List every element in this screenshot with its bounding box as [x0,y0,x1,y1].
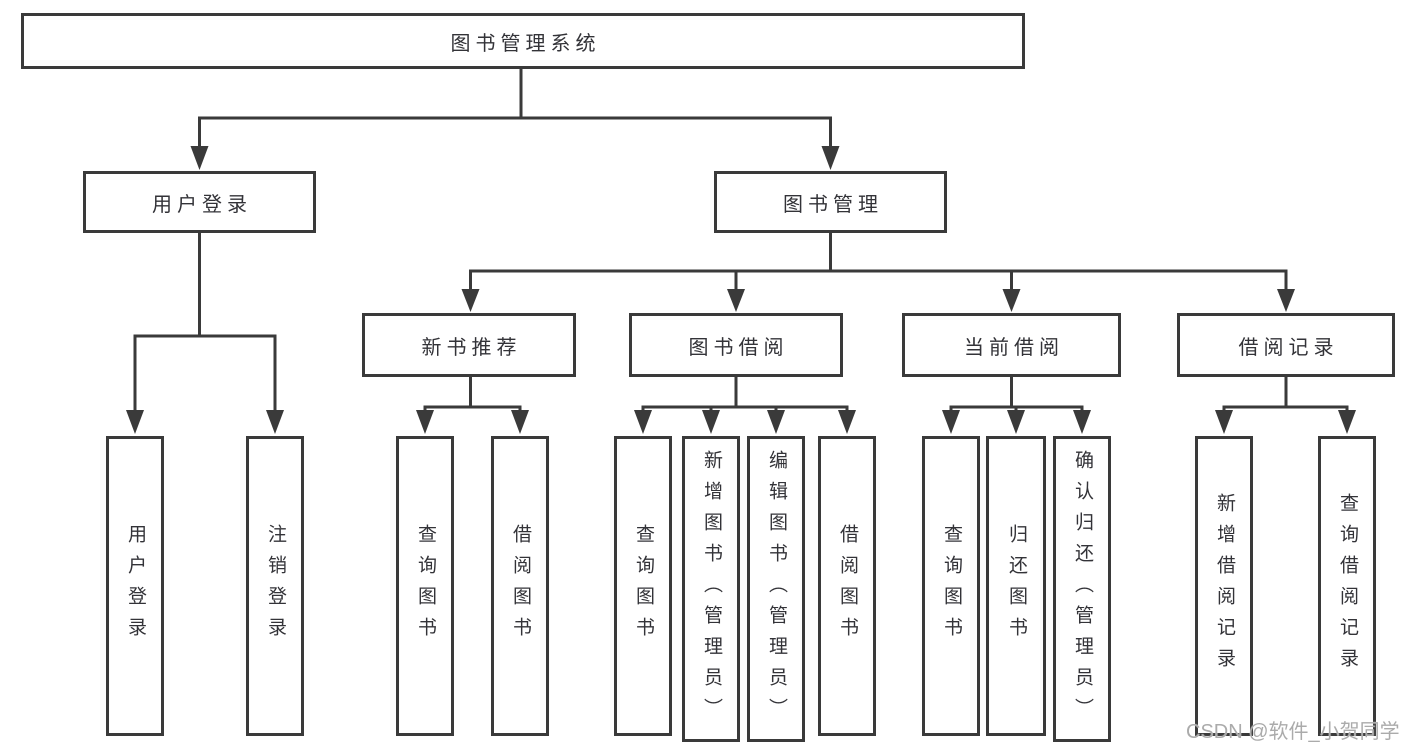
leaf-user-login: 用户登录 [106,436,164,736]
node-label: 图书管理 [783,193,883,216]
node-label: 查询借阅记录 [1336,493,1358,679]
leaf-add-borrow-record: 新增借阅记录 [1195,436,1253,736]
node-label: 借阅记录 [1238,336,1339,359]
node-label: 新增借阅记录 [1213,493,1235,679]
leaf-add-book-admin: 新增图书（管理员） [682,436,740,742]
node-label: 图书借阅 [688,336,789,359]
node-new-book-recommend: 新书推荐 [362,313,576,377]
leaf-query-books-borrow: 查询图书 [614,436,672,736]
leaf-edit-book-admin: 编辑图书（管理员） [747,436,805,742]
node-label: 新书推荐 [421,336,522,359]
watermark: CSDN @软件_小贺同学 [1186,721,1400,743]
node-label: 当前借阅 [964,336,1064,359]
node-label: 用户登录 [152,193,252,216]
leaf-query-borrow-record: 查询借阅记录 [1318,436,1376,736]
node-current-borrow: 当前借阅 [902,313,1121,377]
leaf-borrow-books-recommend: 借阅图书 [491,436,549,736]
leaf-query-books-current: 查询图书 [922,436,980,736]
node-label: 归还图书 [1005,524,1027,648]
node-label: 确认归还（管理员） [1071,449,1093,729]
node-label: 查询图书 [414,524,436,648]
node-label: 用户登录 [124,524,146,648]
node-label: 查询图书 [632,524,654,648]
node-label: 借阅图书 [509,524,531,648]
leaf-confirm-return-admin: 确认归还（管理员） [1053,436,1111,742]
node-label: 图书管理系统 [450,32,601,55]
leaf-borrow-books: 借阅图书 [818,436,876,736]
leaf-return-book: 归还图书 [986,436,1046,736]
node-label: 借阅图书 [836,524,858,648]
node-label: 查询图书 [940,524,962,648]
node-book-management: 图书管理 [714,171,947,233]
leaf-logout: 注销登录 [246,436,304,736]
node-book-borrow: 图书借阅 [629,313,843,377]
node-borrow-records: 借阅记录 [1177,313,1395,377]
node-user-login: 用户登录 [83,171,316,233]
arrowheads [126,146,1356,434]
leaf-query-books-recommend: 查询图书 [396,436,454,736]
node-library-management-system: 图书管理系统 [21,13,1025,69]
node-label: 编辑图书（管理员） [765,449,787,729]
node-label: 新增图书（管理员） [700,449,722,729]
node-label: 注销登录 [264,524,286,648]
